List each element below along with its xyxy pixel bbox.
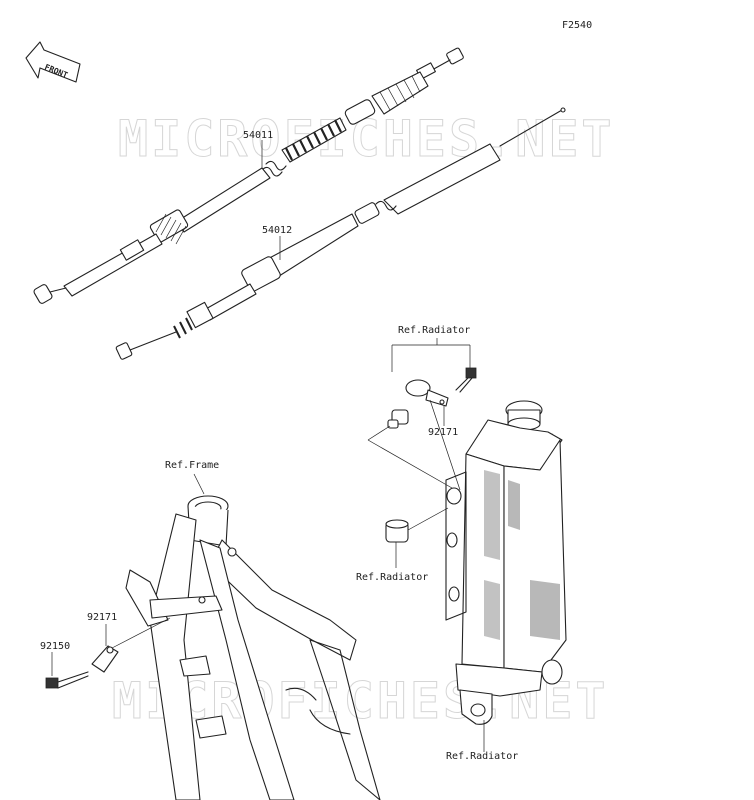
- figure-code: F2540: [562, 20, 593, 31]
- part-number-clutch-cable[interactable]: 54011: [243, 130, 274, 141]
- part-number-bolt[interactable]: 92150: [40, 641, 71, 652]
- radiator: [445, 400, 567, 752]
- upper-clamp-assembly: [367, 338, 477, 491]
- frame: [125, 473, 381, 800]
- ref-radiator-top[interactable]: Ref.Radiator: [398, 325, 471, 336]
- lower-clamp-assembly: [45, 617, 171, 689]
- throttle-cable: [115, 107, 566, 360]
- part-number-clamp-lower[interactable]: 92171: [87, 612, 118, 623]
- clutch-cable: [33, 47, 464, 304]
- radiator-grommet: [385, 507, 449, 568]
- part-number-clamp-upper[interactable]: 92171: [428, 427, 459, 438]
- ref-frame[interactable]: Ref.Frame: [165, 460, 220, 471]
- part-number-throttle-cable[interactable]: 54012: [262, 225, 293, 236]
- front-arrow-icon: FRONT: [25, 41, 81, 83]
- ref-radiator-mid[interactable]: Ref.Radiator: [356, 572, 429, 583]
- ref-radiator-bottom[interactable]: Ref.Radiator: [446, 751, 519, 762]
- watermark-top: MICROFICHES.NET: [118, 110, 615, 169]
